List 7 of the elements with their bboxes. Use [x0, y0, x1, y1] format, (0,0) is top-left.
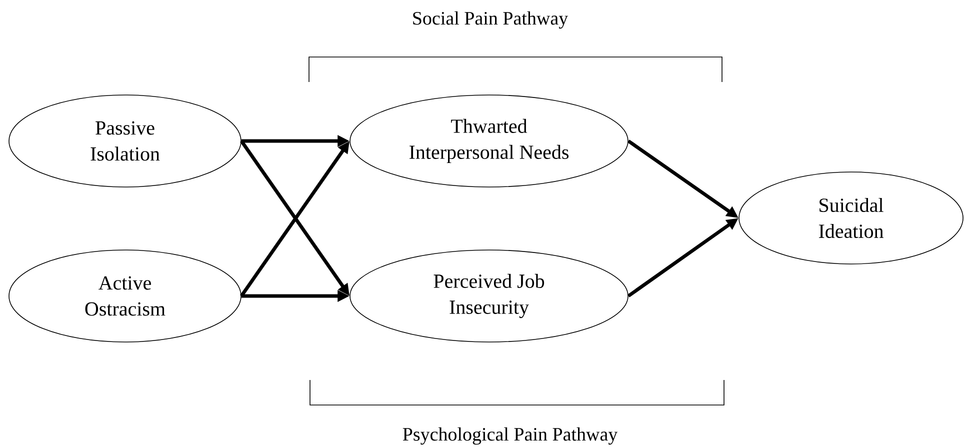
ellipse-node: Passive Isolation	[8, 94, 242, 188]
pathway-label: Psychological Pain Pathway	[402, 427, 618, 445]
ellipse-node: Active Ostracism	[8, 250, 242, 342]
ellipse-node: Thwarted Interpersonal Needs	[350, 94, 628, 188]
pathway-label: Social Pain Pathway	[413, 11, 568, 29]
ellipse-node: Perceived Job Insecurity	[350, 250, 628, 342]
ellipse-node: Suicidal Ideation	[738, 172, 964, 264]
